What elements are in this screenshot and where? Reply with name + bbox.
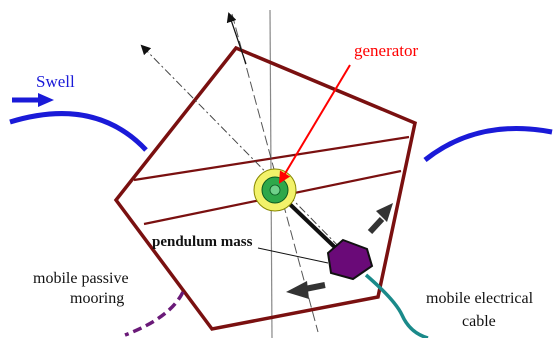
- motion-arrow-up: [367, 203, 393, 235]
- motion-arrow-left: [286, 281, 326, 299]
- electrical-cable: [364, 273, 429, 338]
- generator-pointer: [278, 64, 351, 184]
- pendulum-mass-pointer: [257, 247, 329, 264]
- wave-left: [9, 111, 148, 152]
- hull-axis-dashed: [231, 13, 319, 333]
- mooring-label-line2: mooring: [70, 290, 124, 307]
- generator-label: generator: [354, 41, 419, 60]
- mooring-label-line1: mobile passive: [33, 270, 129, 287]
- swell-arrow: [12, 93, 54, 107]
- cable-label-line1: mobile electrical: [426, 290, 534, 307]
- wave-right: [423, 126, 553, 162]
- pendulum-mass: [326, 238, 374, 281]
- swell-label: Swell: [36, 72, 75, 91]
- hull-outline: [113, 45, 418, 331]
- cable-label-line2: cable: [462, 313, 496, 330]
- hull-axis-arrow: [226, 12, 247, 65]
- mooring-line: [124, 291, 185, 337]
- pendulum-axis-line: [140, 44, 351, 259]
- pendulum-mass-label: pendulum mass: [152, 234, 253, 250]
- generator-hub: [269, 184, 281, 196]
